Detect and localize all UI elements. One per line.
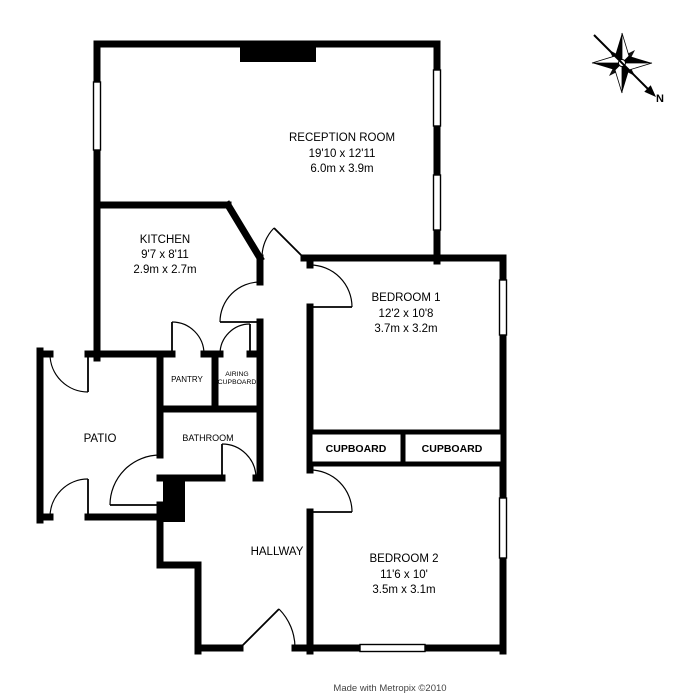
- room-label-airing-cupboard-line1: AIRING: [225, 371, 248, 378]
- window: [498, 279, 508, 336]
- door-arc: [219, 323, 251, 355]
- room-label-hallway: HALLWAY: [251, 546, 304, 558]
- cupboard-box: [307, 429, 506, 467]
- north-label: N: [656, 93, 664, 105]
- compass-ray-w: [592, 63, 622, 70]
- windows: [92, 69, 508, 653]
- room-dims-imperial-reception: 19'10 x 12'11: [309, 148, 376, 160]
- room-dims-metric-kitchen: 2.9m x 2.7m: [133, 264, 196, 276]
- door-arc: [171, 321, 205, 355]
- door-arc: [49, 353, 89, 393]
- door-arc: [221, 443, 257, 479]
- room-label-bathroom: BATHROOM: [182, 433, 233, 443]
- room-labels: RECEPTION ROOM 19'10 x 12'11 6.0m x 3.9m…: [84, 132, 483, 596]
- compass-ray-e: [622, 56, 652, 63]
- room-dims-imperial-bedroom2: 11'6 x 10': [380, 569, 428, 581]
- window: [92, 81, 102, 151]
- room-dims-metric-reception: 6.0m x 3.9m: [310, 163, 373, 175]
- door-leaf: [273, 227, 305, 259]
- compass-rose: N: [591, 32, 664, 105]
- room-dims-imperial-kitchen: 9'7 x 8'11: [141, 249, 189, 261]
- room-label-patio: PATIO: [84, 433, 117, 445]
- door-arc: [309, 469, 353, 513]
- room-label-pantry: PANTRY: [171, 375, 203, 384]
- room-dims-imperial-bedroom1: 12'2 x 10'8: [379, 308, 434, 320]
- room-label-cupboard-left: CUPBOARD: [326, 443, 387, 455]
- chimney-breast: [163, 480, 185, 522]
- door-arc: [219, 281, 261, 323]
- room-label-reception: RECEPTION ROOM: [289, 132, 395, 144]
- room-dims-metric-bedroom1: 3.7m x 3.2m: [374, 323, 437, 335]
- doors: [49, 227, 353, 649]
- door-arc: [49, 478, 89, 518]
- door-arc: [309, 264, 353, 308]
- door-arc: [261, 227, 275, 259]
- window: [432, 174, 442, 231]
- room-dims-metric-bedroom2: 3.5m x 3.1m: [372, 584, 435, 596]
- north-arrow: [593, 34, 649, 90]
- compass-ray-n: [615, 33, 622, 63]
- chimney-breast: [240, 44, 316, 62]
- wall-segment-diagonal: [223, 200, 265, 263]
- north-arrow-head: [644, 85, 656, 97]
- room-label-kitchen: KITCHEN: [140, 234, 190, 246]
- built-in-cupboards: [307, 429, 506, 467]
- door-arc: [109, 454, 161, 506]
- window: [359, 643, 426, 653]
- room-label-airing-cupboard-line2: CUPBOARD: [218, 379, 257, 386]
- door-leaf: [239, 608, 280, 649]
- door-arc: [278, 608, 296, 649]
- room-label-cupboard-right: CUPBOARD: [422, 443, 483, 455]
- compass-ray-s: [622, 63, 629, 93]
- room-label-bedroom1: BEDROOM 1: [371, 292, 440, 304]
- window: [432, 69, 442, 127]
- window: [498, 497, 508, 559]
- footer-credit: Made with Metropix ©2010: [333, 683, 446, 694]
- room-label-bedroom2: BEDROOM 2: [369, 553, 438, 565]
